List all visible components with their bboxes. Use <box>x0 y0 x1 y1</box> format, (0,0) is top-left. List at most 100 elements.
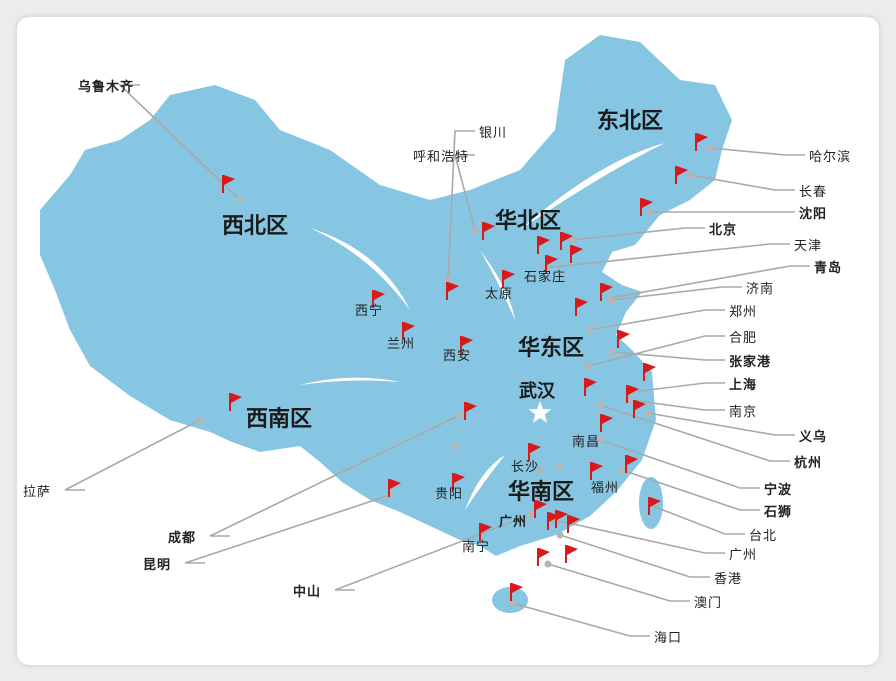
region-label: 西南区 <box>246 407 313 432</box>
leader-line <box>447 130 475 281</box>
region-label: 华南区 <box>508 480 575 505</box>
leader-line <box>453 154 476 231</box>
city-label: 上海 <box>729 378 758 393</box>
city-dot <box>608 348 616 356</box>
city-dot <box>646 208 654 216</box>
flag-pole <box>648 497 650 515</box>
flag-icon <box>567 515 580 533</box>
flag-cloth <box>224 175 235 185</box>
flag-pole <box>502 270 504 288</box>
flag-pole <box>695 133 697 151</box>
city-label: 杭州 <box>794 456 823 471</box>
flag-cloth <box>536 500 547 510</box>
flag-pole <box>534 500 536 518</box>
flag-pole <box>479 523 481 541</box>
center-city-label: 武汉 <box>519 381 555 402</box>
flags <box>222 133 708 601</box>
flag-pole <box>600 283 602 301</box>
flag-pole <box>626 385 628 403</box>
flag-pole <box>222 175 224 193</box>
leader-line <box>647 412 795 436</box>
flag-icon <box>643 363 656 381</box>
leader-line <box>611 286 742 301</box>
flag-icon <box>222 175 235 193</box>
flag-pole <box>464 402 466 420</box>
city-label: 长沙 <box>511 460 540 475</box>
flag-icon <box>565 545 578 563</box>
flag-icon <box>479 523 492 541</box>
flag-pole <box>460 336 462 354</box>
region-label: 华北区 <box>495 209 562 234</box>
flag-pole <box>482 222 484 240</box>
flag-cloth <box>374 290 385 300</box>
flag-icon <box>388 479 401 497</box>
flag-cloth <box>454 473 465 483</box>
leader-line <box>611 351 725 361</box>
leader-line <box>544 243 790 269</box>
flag-pole <box>570 245 572 263</box>
city-dot <box>644 409 652 417</box>
flag-pole <box>372 290 374 308</box>
city-label: 福州 <box>591 481 620 496</box>
city-dot <box>508 599 516 607</box>
flag-cloth <box>562 232 573 242</box>
flag-cloth <box>481 523 492 533</box>
city-label: 昆明 <box>143 558 172 573</box>
flag-pole <box>528 443 530 461</box>
flag-icon <box>626 385 639 403</box>
leader-line <box>689 174 795 191</box>
city-label: 太原 <box>485 287 514 302</box>
flag-cloth <box>404 322 415 332</box>
leader-line <box>609 265 810 299</box>
leader-line <box>621 469 760 511</box>
city-dot <box>584 362 592 370</box>
flag-icon <box>600 414 613 432</box>
star-icon <box>528 401 552 423</box>
city-label: 郑州 <box>729 305 758 320</box>
leader-line <box>511 602 650 637</box>
city-label: 贵阳 <box>435 487 464 502</box>
leader-line <box>547 563 690 602</box>
mainland-shape <box>40 35 732 556</box>
city-label: 银川 <box>479 126 508 141</box>
leader-line <box>184 494 391 564</box>
city-label: 南昌 <box>572 435 601 450</box>
city-label: 义乌 <box>799 430 828 445</box>
city-label: 石狮 <box>764 505 793 520</box>
flag-cloth <box>592 462 603 472</box>
leader-line <box>631 382 725 393</box>
flag-icon <box>600 283 613 301</box>
leader-line <box>571 227 705 241</box>
city-dot <box>556 531 564 539</box>
flag-cloth <box>539 548 550 558</box>
flag-icon <box>555 510 568 528</box>
city-label: 澳门 <box>694 596 723 611</box>
city-label: 哈尔滨 <box>809 150 852 165</box>
flag-cloth <box>602 414 613 424</box>
city-dot <box>568 236 576 244</box>
city-dot <box>586 326 594 334</box>
flag-pole <box>633 400 635 418</box>
flag-pole <box>617 330 619 348</box>
flag-pole <box>537 236 539 254</box>
flag-pole <box>675 166 677 184</box>
city-dot <box>196 416 204 424</box>
flag-cloth <box>645 363 656 373</box>
region-arc <box>300 377 400 385</box>
flag-cloth <box>512 583 523 593</box>
region-label: 东北区 <box>597 109 664 134</box>
city-label: 海口 <box>654 631 683 646</box>
flag-pole <box>446 282 448 300</box>
leader-line <box>629 399 725 411</box>
city-dot <box>526 511 534 519</box>
leader-line <box>649 504 745 535</box>
city-dot <box>706 144 714 152</box>
leader-line <box>64 419 201 491</box>
city-dot <box>556 462 564 470</box>
flag-cloth <box>697 133 708 143</box>
city-label: 台北 <box>749 529 778 544</box>
flag-cloth <box>567 545 578 555</box>
leader-line <box>589 309 725 331</box>
flag-pole <box>388 479 390 497</box>
flag-pole <box>402 322 404 340</box>
